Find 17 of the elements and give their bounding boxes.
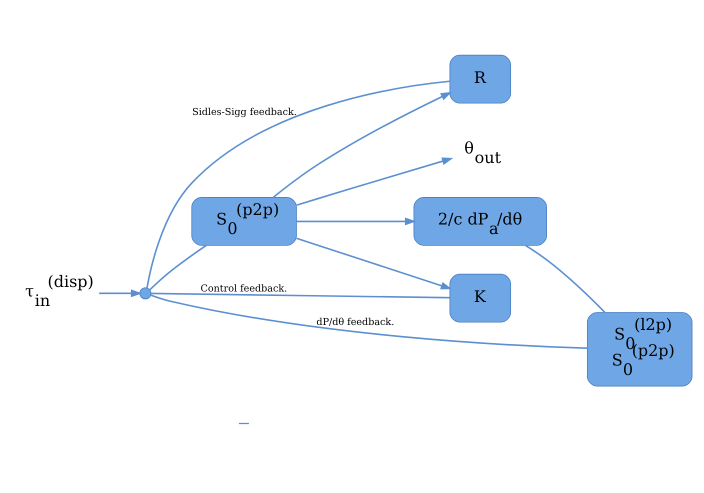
connector: [150, 294, 588, 349]
arrow: [296, 156, 454, 206]
connector: [149, 244, 207, 290]
connector: [146, 80, 450, 288]
arrow: [272, 91, 452, 198]
edge-label: Control feedback.: [200, 282, 288, 294]
arrow: [296, 237, 452, 289]
connector: [151, 292, 450, 298]
node-box: K: [450, 273, 512, 322]
connector: [525, 244, 606, 312]
node-box: R: [450, 54, 512, 104]
arrow: [296, 217, 416, 225]
label: −: [237, 412, 251, 432]
node-circle: [139, 286, 152, 299]
edge-label: Sidles-Sigg feedback.: [192, 106, 297, 118]
edge-label: dP/dθ feedback.: [316, 316, 394, 328]
arrow: [99, 288, 142, 297]
